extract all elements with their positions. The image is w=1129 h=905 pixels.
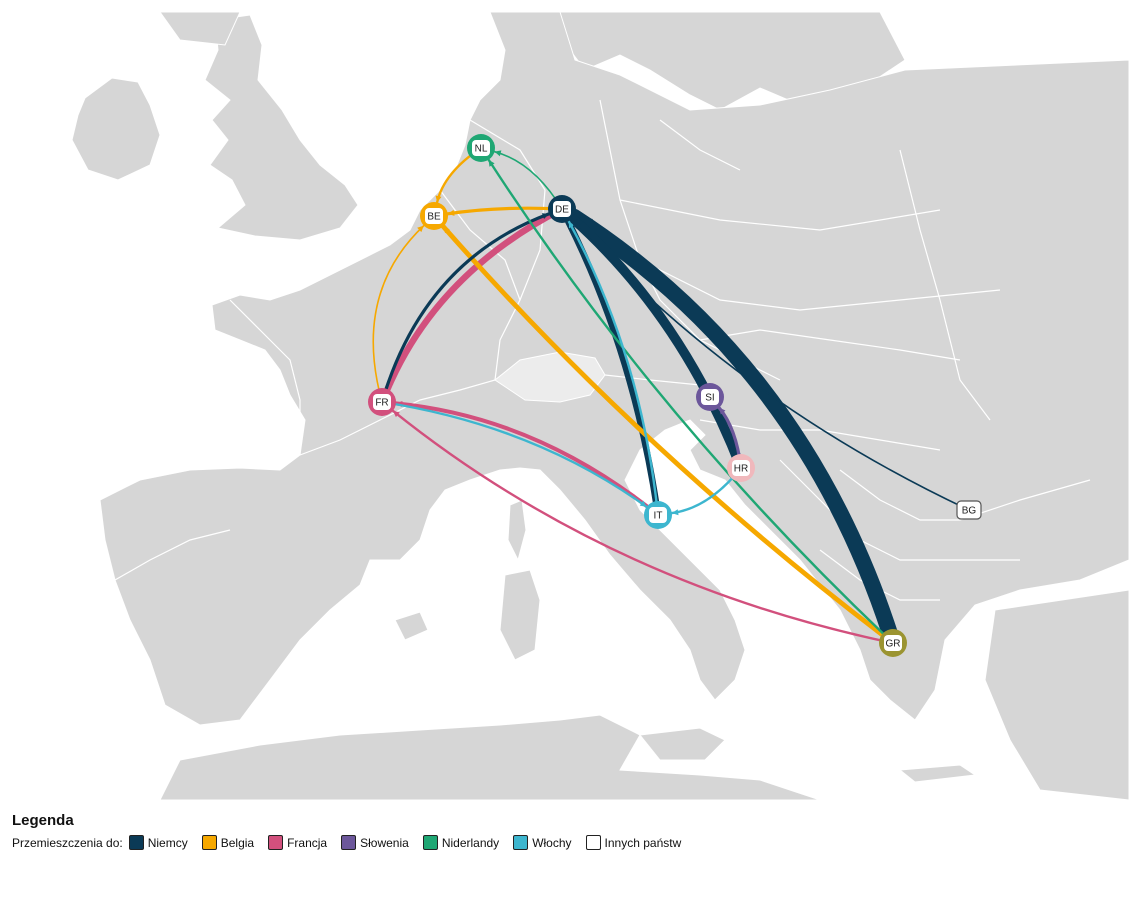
legend-item-niderlandy: Niderlandy: [422, 835, 500, 850]
node-label-it: IT: [654, 511, 663, 522]
node-be: BE: [420, 202, 448, 230]
node-box-bg: [956, 500, 982, 520]
land-continent: [99, 11, 1129, 726]
land-north-islands: [159, 11, 241, 46]
flow-gr-to-fr: [391, 409, 895, 645]
legend-row: Przemieszczenia do: Niemcy Belgia Francj…: [12, 835, 1112, 850]
flow-fr-to-it: [380, 400, 648, 509]
legend-swatch-niderlandy: [422, 835, 438, 850]
node-badge-de: [553, 201, 571, 217]
node-badge-it: [649, 507, 667, 523]
node-hr: HR: [727, 454, 755, 482]
legend-swatch-belgia: [201, 835, 217, 850]
node-si: SI: [696, 383, 724, 411]
flow-fr-to-be: [372, 224, 425, 403]
node-bg: BG: [956, 500, 982, 520]
legend-item-niemcy: Niemcy: [128, 835, 188, 850]
legend-item-belgia: Belgia: [201, 835, 255, 850]
flow-fr-to-de: [380, 212, 551, 404]
flow-arrowhead-fr-to-it: [639, 500, 647, 507]
flow-de-to-fr: [384, 205, 566, 393]
flow-arrowhead-gr-to-be: [443, 226, 450, 234]
flow-arrowhead-de-to-be: [447, 209, 455, 216]
node-label-bg: BG: [962, 506, 977, 517]
node-label-be: BE: [427, 212, 441, 223]
flow-it-to-de: [565, 218, 662, 519]
node-badge-si: [701, 389, 719, 405]
legend-swatch-slowenia: [341, 835, 357, 850]
land-turkey: [984, 589, 1129, 800]
basemap: [71, 11, 1129, 800]
legend-label-francja: Francja: [287, 835, 328, 850]
flow-arrowhead-de-to-nl: [494, 150, 502, 157]
flow-arrowhead-fr-to-de: [541, 213, 549, 219]
flow-arrowhead-fr-to-be: [417, 225, 424, 233]
legend-label-belgia: Belgia: [220, 835, 255, 850]
flow-bg-to-de: [570, 218, 970, 511]
flow-arrowhead-nl-to-be: [435, 195, 442, 203]
node-label-gr: GR: [886, 639, 901, 650]
node-badge-be: [425, 208, 443, 224]
land-corsica: [507, 499, 527, 562]
flow-hr-to-de: [567, 213, 746, 473]
legend: Legenda Przemieszczenia do: Niemcy Belgi…: [12, 812, 1112, 850]
legend-swatch-francja: [268, 835, 284, 850]
flow-arrowhead-gr-to-fr: [392, 410, 400, 418]
node-label-si: SI: [705, 393, 714, 404]
legend-prefix: Przemieszczenia do:: [12, 835, 123, 850]
legend-label-slowenia: Słowenia: [360, 835, 409, 850]
legend-label-niderlandy: Niderlandy: [441, 835, 500, 850]
country-nodes: NL DE BE FR SI HR IT BG GR: [368, 134, 982, 657]
node-badge-gr: [884, 635, 902, 651]
legend-label-innych-panstw: Innych państw: [604, 835, 682, 850]
node-label-de: DE: [555, 205, 569, 216]
node-de: DE: [548, 195, 576, 223]
europe-flow-map: NL DE BE FR SI HR IT BG GR: [71, 11, 1129, 800]
land-ireland: [71, 77, 161, 181]
legend-swatch-innych-panstw: [585, 835, 601, 850]
flow-arrowhead-hr-to-it: [671, 509, 679, 516]
land-great-britain: [204, 14, 359, 241]
flow-arrows: [372, 146, 970, 651]
node-label-fr: FR: [375, 398, 388, 409]
land-crete: [898, 764, 977, 783]
land-sicily: [639, 727, 726, 761]
node-gr: GR: [879, 629, 907, 657]
legend-item-wlochy: Włochy: [513, 835, 572, 850]
legend-label-niemcy: Niemcy: [147, 835, 188, 850]
flow-arrowhead-bg-to-de: [571, 219, 578, 227]
node-badge-nl: [472, 140, 490, 156]
node-label-nl: NL: [475, 144, 488, 155]
legend-item-slowenia: Słowenia: [341, 835, 409, 850]
land-sardinia: [499, 569, 541, 661]
node-badge-fr: [373, 394, 391, 410]
node-badge-hr: [732, 460, 750, 476]
legend-item-innych-panstw: Innych państw: [585, 835, 682, 850]
legend-swatch-wlochy: [513, 835, 529, 850]
flow-arrowhead-it-to-de: [568, 221, 575, 229]
flow-gr-to-nl: [487, 158, 895, 645]
node-label-hr: HR: [734, 464, 748, 475]
land-north-africa: [159, 714, 821, 800]
legend-label-wlochy: Włochy: [532, 835, 572, 850]
flow-it-to-fr: [393, 401, 660, 517]
flow-arrowhead-hr-to-si: [719, 407, 726, 415]
legend-title: Legenda: [12, 812, 74, 829]
node-nl: NL: [467, 134, 495, 162]
node-fr: FR: [368, 388, 396, 416]
legend-swatch-niemcy: [128, 835, 144, 850]
flow-it-to-de: [567, 220, 660, 517]
land-balearics: [394, 611, 429, 641]
node-it: IT: [644, 501, 672, 529]
flow-gr-to-be: [440, 224, 896, 646]
legend-item-francja: Francja: [268, 835, 327, 850]
flow-arrowhead-gr-to-nl: [488, 159, 495, 167]
flow-gr-to-de: [565, 208, 901, 651]
